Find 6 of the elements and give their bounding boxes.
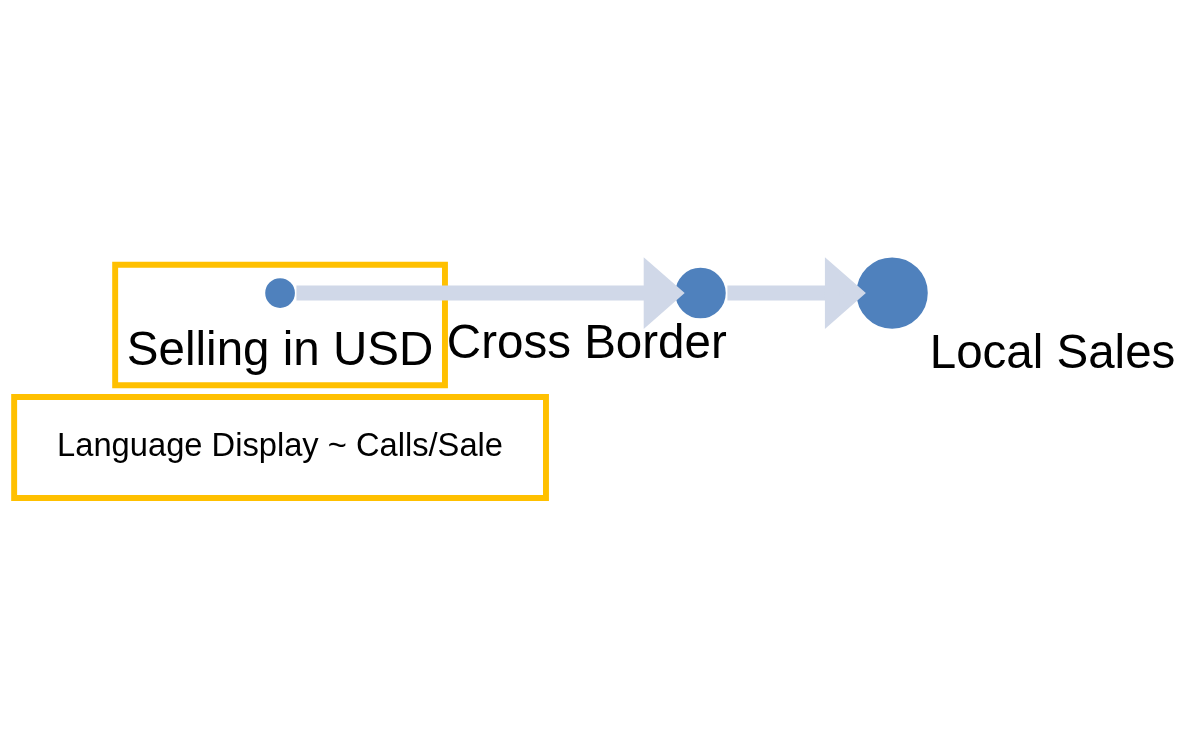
node-label: Cross Border	[446, 314, 727, 368]
node-label: Local Sales	[929, 324, 1176, 378]
node-box: Language Display ~ Calls/Sale	[11, 393, 549, 501]
arrow	[296, 256, 685, 329]
arrow	[727, 256, 866, 329]
cluster: Selling in USD	[112, 261, 448, 388]
